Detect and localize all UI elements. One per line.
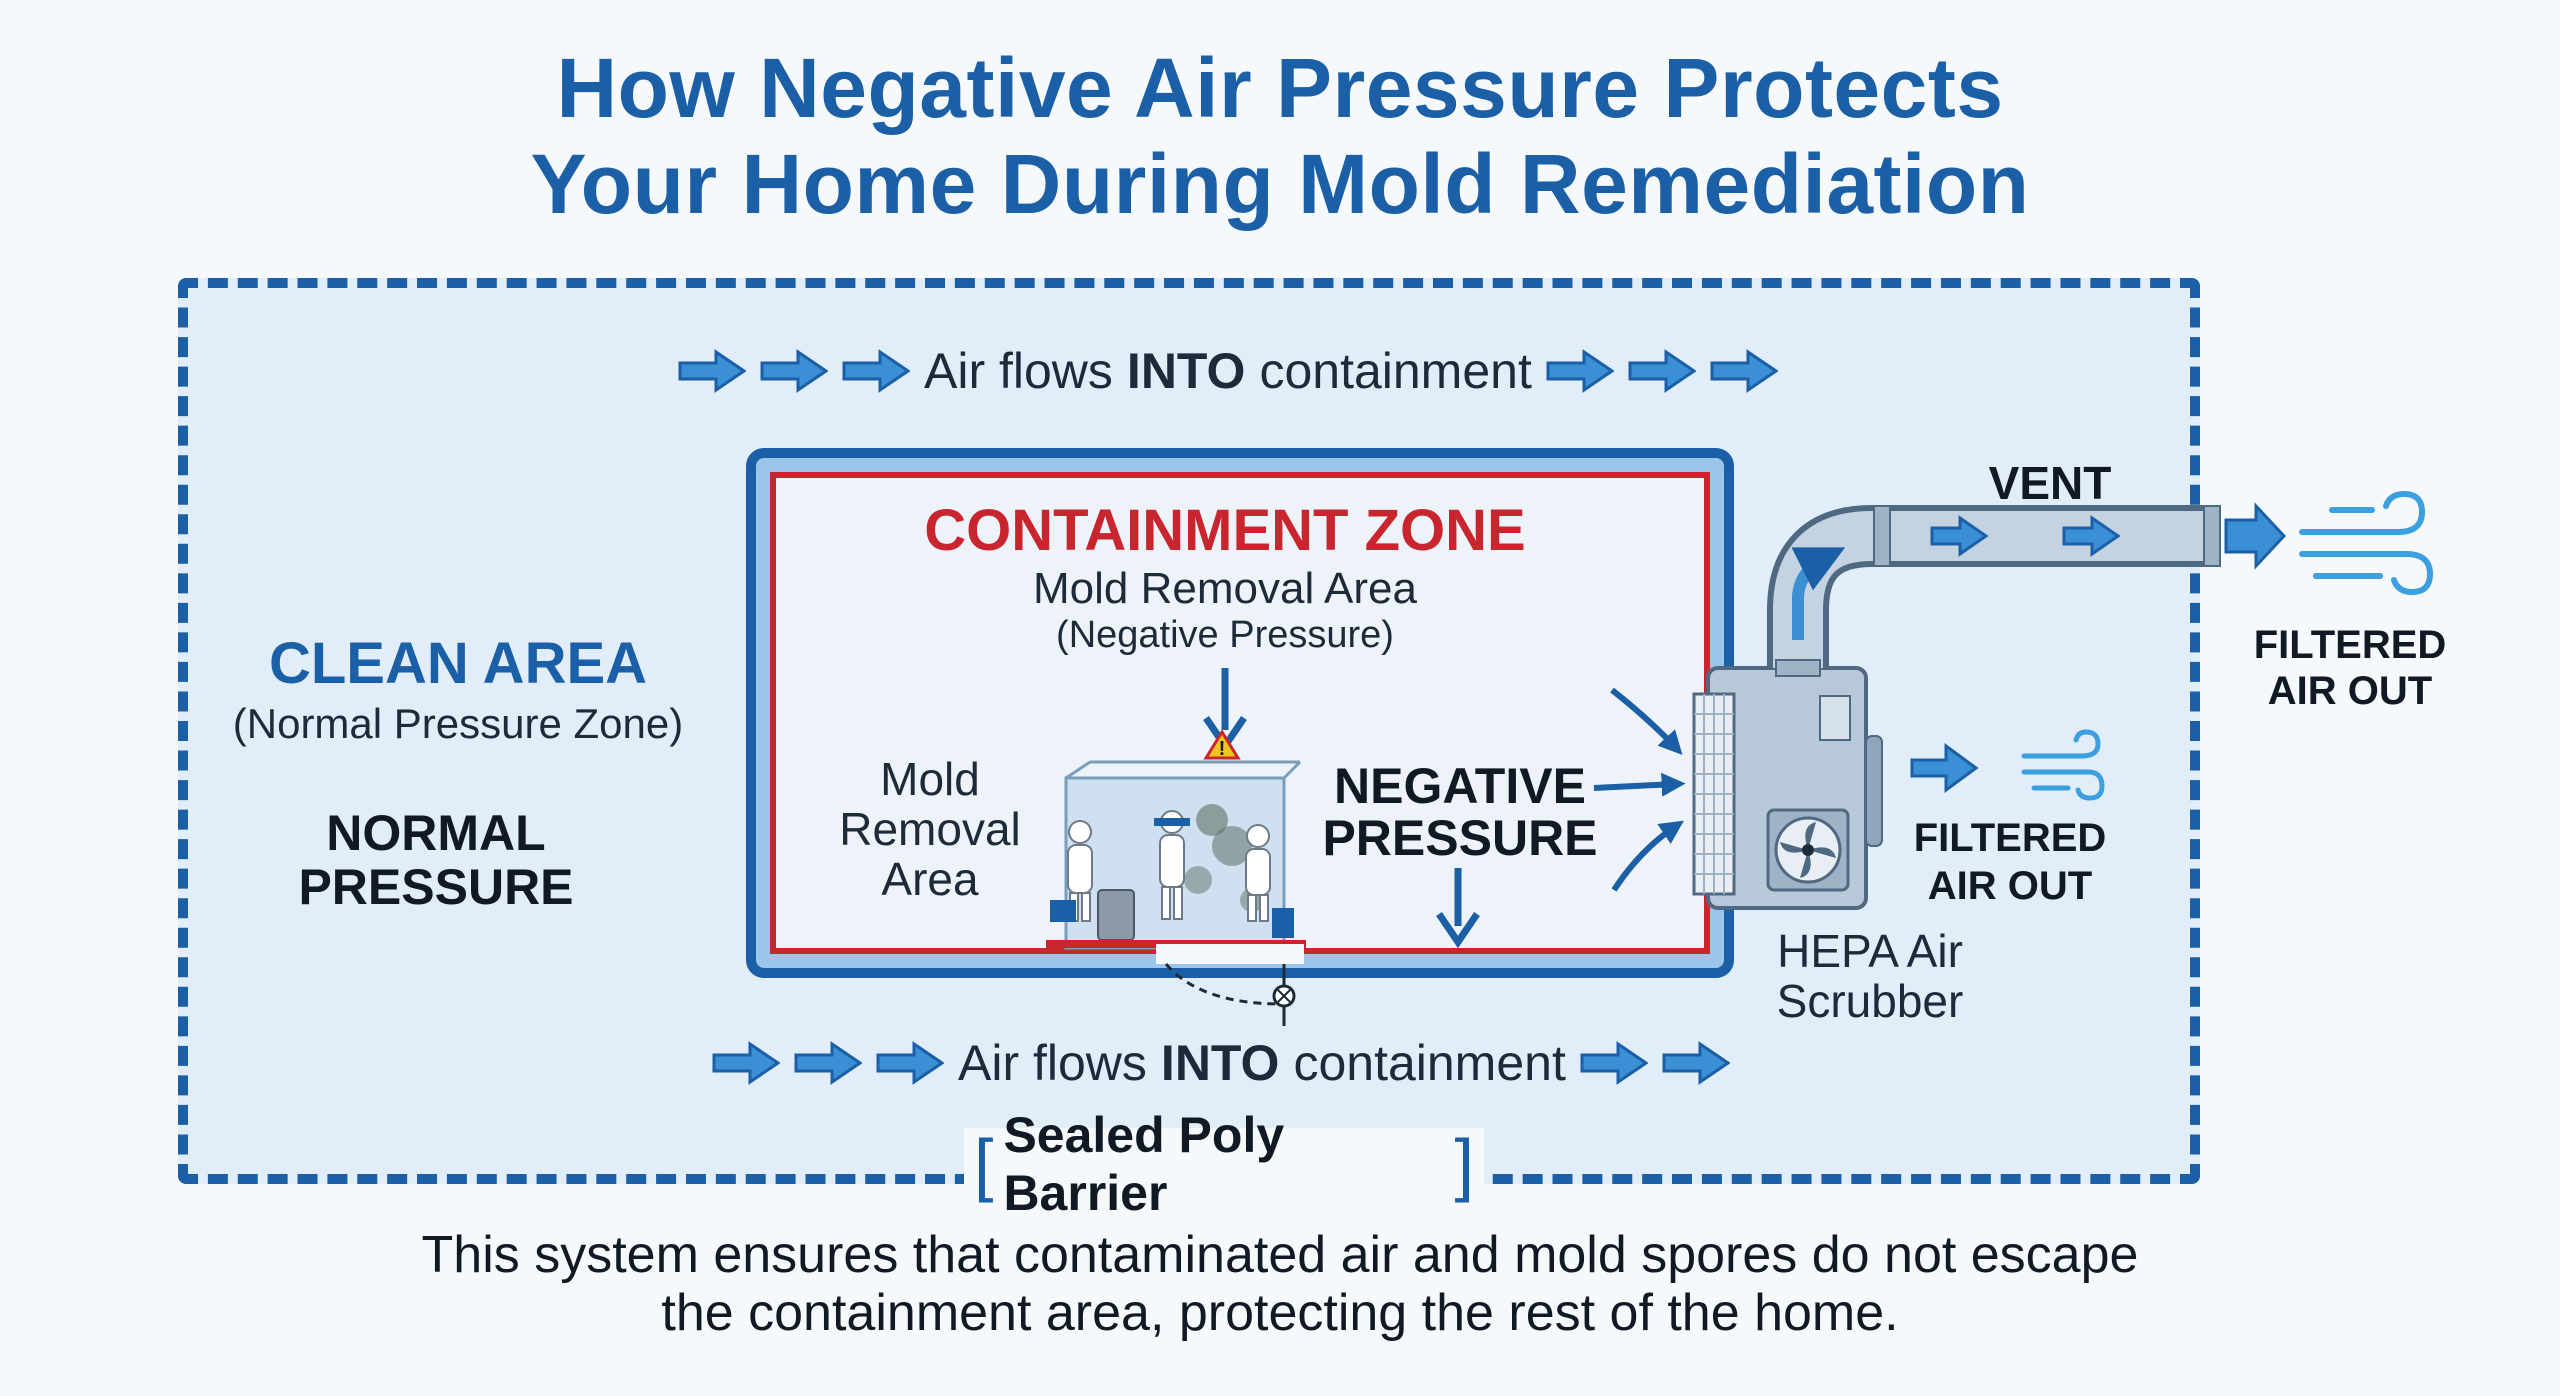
right-arrow-icon [1910, 743, 1979, 793]
filtered-far-line-1: FILTERED [2253, 623, 2447, 667]
filtered-air-out-far: FILTERED AIR OUT [2230, 622, 2470, 714]
clean-area-title: CLEAN AREA [268, 631, 648, 696]
fan-icon [1766, 808, 1850, 892]
right-arrow-icon [1662, 1041, 1730, 1085]
door-hinge-icon [1156, 944, 1304, 1026]
right-arrow-icon [2062, 515, 2121, 557]
hepa-line-1: HEPA Air [1777, 925, 1963, 977]
sealed-poly-barrier-label: [ Sealed Poly Barrier ] [964, 1107, 1484, 1221]
intake-arrows [1593, 687, 1686, 892]
bracket-close: ] [1454, 1125, 1474, 1203]
right-arrow-icon [678, 349, 746, 393]
right-arrow-icon [712, 1041, 780, 1085]
mold-removal-scene: ! [1046, 729, 1306, 950]
filtered-far-line-2: AIR OUT [2267, 669, 2433, 713]
page-title: How Negative Air Pressure Protects Your … [0, 40, 2560, 232]
arrow-group-left [678, 349, 910, 393]
bracket-open: [ [974, 1125, 994, 1203]
right-arrow-icon [842, 349, 910, 393]
right-arrow-icon [876, 1041, 944, 1085]
warning-icon: ! [1203, 729, 1241, 760]
title-line-2: Your Home During Mold Remediation [530, 137, 2030, 231]
containment-title: CONTAINMENT ZONE [924, 498, 1526, 563]
vent-pipe [1767, 502, 2287, 677]
arrow-group-right [1580, 1041, 1730, 1085]
normal-pressure-line-2: PRESSURE [298, 859, 574, 915]
area-line-3: Area [881, 853, 979, 905]
wind-icon [2299, 490, 2434, 596]
area-line-1: Mold [880, 753, 980, 805]
title-line-1: How Negative Air Pressure Protects [556, 41, 2004, 135]
caption: This system ensures that contaminated ai… [0, 1226, 2560, 1342]
mold-removal-area-label: Mold Removal Area [790, 754, 1070, 904]
airflow-bottom-emphasis: INTO [1160, 1035, 1280, 1091]
vent-label: VENT [1988, 457, 2112, 509]
filtered-near-line-1: FILTERED [1913, 816, 2107, 860]
filtered-air-out-near: FILTERED AIR OUT [1900, 814, 2120, 910]
containment-pressure-note: (Negative Pressure) [1056, 614, 1394, 656]
airflow-bottom-prefix: Air flows [958, 1035, 1147, 1091]
negative-pressure-label: NEGATIVE PRESSURE [1300, 760, 1620, 864]
right-arrow-icon [1580, 1041, 1648, 1085]
area-line-2: Removal [839, 803, 1021, 855]
negative-pressure-line-2: PRESSURE [1322, 810, 1598, 866]
right-arrow-icon [794, 1041, 862, 1085]
right-arrow-icon [1930, 515, 1989, 557]
filtered-near-line-2: AIR OUT [1927, 864, 2093, 908]
caption-line-1: This system ensures that contaminated ai… [421, 1226, 2139, 1284]
warning-symbol: ! [1219, 738, 1226, 760]
airflow-top-emphasis: INTO [1126, 343, 1246, 399]
negative-pressure-line-1: NEGATIVE [1334, 758, 1586, 814]
right-arrow-icon [760, 349, 828, 393]
caption-line-2: the containment area, protecting the res… [661, 1284, 1899, 1342]
right-arrow-icon [1710, 349, 1778, 393]
hepa-scrubber-label: HEPA Air Scrubber [1740, 926, 2000, 1026]
hepa-line-2: Scrubber [1776, 975, 1964, 1027]
right-arrow-icon [1628, 349, 1696, 393]
containment-subtitle: Mold Removal Area [1033, 564, 1417, 613]
right-arrow-icon [2224, 502, 2287, 570]
arrow-group-right [1546, 349, 1778, 393]
airflow-top-suffix: containment [1259, 343, 1532, 399]
clean-area-subtitle: (Normal Pressure Zone) [232, 700, 684, 747]
normal-pressure-line-1: NORMAL [326, 805, 546, 861]
right-arrow-icon [1546, 349, 1614, 393]
wind-icon [2021, 729, 2105, 801]
airflow-top-prefix: Air flows [924, 343, 1113, 399]
hepa-scrubber [1692, 666, 1883, 910]
normal-pressure-label: NORMAL PRESSURE [236, 806, 636, 914]
worker-icon [1245, 824, 1271, 922]
arrow-group-left [712, 1041, 944, 1085]
airflow-bottom-suffix: containment [1293, 1035, 1566, 1091]
worker-icon [1154, 810, 1190, 920]
barrier-label-text: Sealed Poly Barrier [1003, 1107, 1285, 1221]
down-arrow-icon [1436, 868, 1480, 949]
